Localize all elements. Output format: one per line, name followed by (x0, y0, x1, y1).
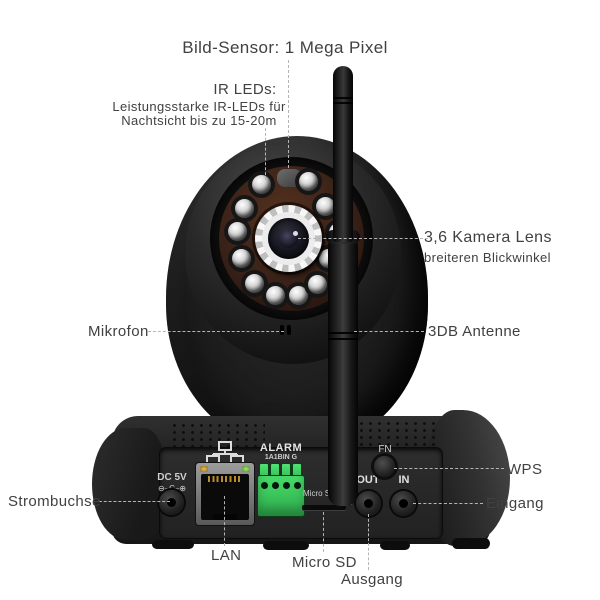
ir-led (232, 249, 251, 268)
antenna-ridge (328, 332, 358, 334)
callout-line-micro-sd (323, 512, 324, 552)
terminal-pin (260, 464, 268, 478)
ethernet-latch-notch (213, 514, 237, 520)
callout-line-kamera-lens (298, 238, 428, 239)
label-bild-sensor: Bild-Sensor: 1 Mega Pixel (182, 38, 388, 57)
terminal-pin (282, 464, 290, 478)
ir-led (228, 222, 247, 241)
microphone-slot (287, 325, 291, 335)
ir-led (308, 275, 327, 294)
ir-led (235, 199, 254, 218)
micro-sd-slot (302, 505, 346, 510)
label-lan: LAN (211, 547, 242, 564)
callout-line-antenne (354, 331, 424, 332)
audio-in-jack-hole (399, 499, 408, 508)
lens-highlight (293, 231, 298, 236)
image-sensor (277, 169, 302, 187)
label-strombuchse: Strombuchse (8, 493, 101, 510)
label-eingang: Eingang (486, 495, 544, 512)
ethernet-led-green (242, 466, 250, 472)
terminal-hole (261, 482, 268, 489)
vent-holes-left (170, 422, 265, 448)
rubber-foot (152, 540, 194, 549)
ethernet-pins (208, 476, 242, 482)
terminal-pin (293, 464, 301, 478)
ir-led (299, 172, 318, 191)
callout-line-eingang (413, 503, 483, 504)
label-antenne: 3DB Antenne (428, 323, 521, 340)
micro-sd-slot-label: Micro SD (303, 489, 336, 498)
label-kamera-lens: 3,6 Kamera Lens (424, 229, 552, 246)
vent-holes-right (348, 420, 440, 446)
ir-led (289, 286, 308, 305)
label-ir-leds-line2: Nachtsicht bis zu 15-20m (121, 113, 277, 128)
dc-power-jack-hole (167, 498, 176, 507)
label-micro-sd: Micro SD (292, 554, 357, 571)
rubber-foot (452, 538, 490, 549)
base-left-shoulder (92, 428, 166, 540)
alarm-pinout-label: 1A1BIN G (264, 454, 298, 461)
alarm-label: ALARM (259, 442, 303, 454)
callout-line-lan (224, 496, 225, 546)
antenna-ridge (333, 102, 353, 104)
ir-led (266, 286, 285, 305)
fn-label: FN (378, 444, 392, 455)
callout-line-mikrofon (148, 331, 284, 332)
label-ausgang: Ausgang (341, 571, 404, 588)
label-wps: WPS (507, 461, 543, 478)
callout-line-strombuchse (94, 501, 170, 502)
microphone-slot (280, 325, 284, 335)
rubber-foot (263, 541, 309, 550)
ir-led (252, 175, 271, 194)
in-label: IN (398, 474, 410, 486)
label-ir-leds-line1: Leistungsstarke IR-LEDs für (112, 99, 286, 114)
ir-led (245, 274, 264, 293)
dc-5v-label: DC 5V (157, 472, 187, 483)
callout-line-ir-leds (265, 128, 266, 180)
terminal-hole (283, 482, 290, 489)
label-ir-leds-title: IR LEDs: (213, 81, 277, 98)
label-kamera-lens-sub: breiteren Blickwinkel (424, 250, 551, 265)
callout-line-wps (394, 468, 504, 469)
terminal-hole (294, 482, 301, 489)
antenna-lower (328, 236, 358, 506)
antenna-ridge (333, 97, 353, 99)
terminal-hole (272, 482, 279, 489)
antenna-ridge (328, 338, 358, 340)
fn-wps-button (374, 456, 395, 477)
antenna-upper (333, 66, 353, 242)
callout-line-ausgang (368, 514, 369, 570)
terminal-pin (271, 464, 279, 478)
label-mikrofon: Mikrofon (88, 323, 149, 340)
dc-polarity-icon: ⊖–C–⊕ (157, 484, 187, 493)
out-label: OUT (356, 474, 380, 486)
rubber-foot (380, 541, 410, 550)
ir-led (316, 197, 335, 216)
ethernet-led-amber (200, 466, 208, 472)
lan-icon (206, 441, 244, 463)
audio-out-jack-hole (364, 499, 373, 508)
callout-line-bild-sensor (288, 60, 289, 168)
